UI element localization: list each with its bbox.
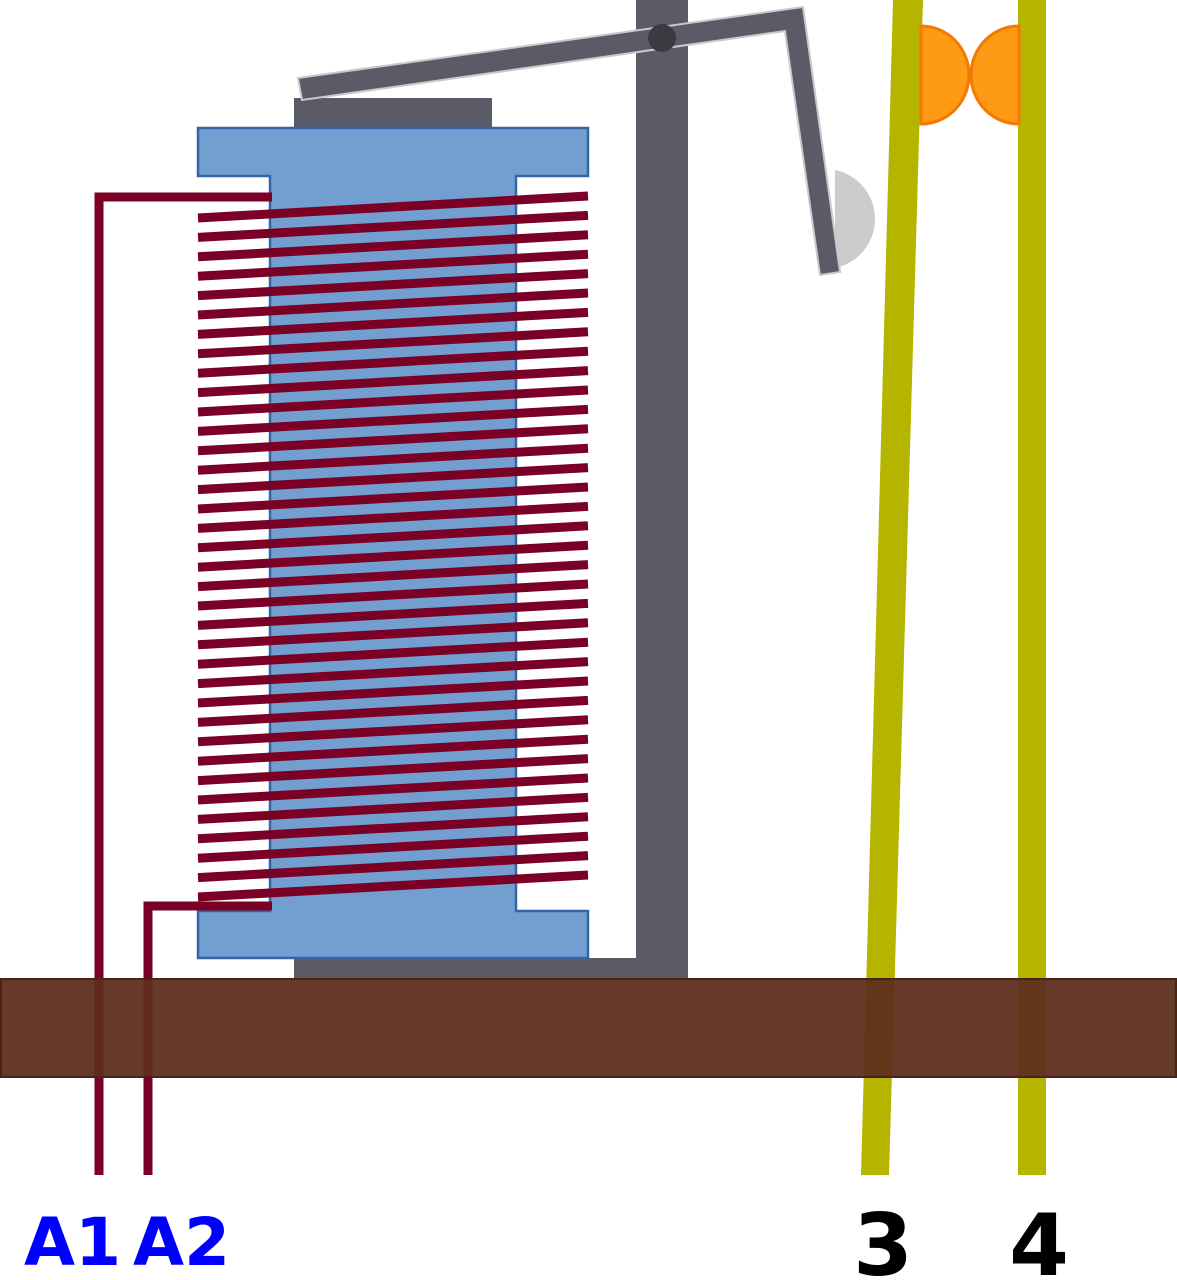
coil-winding-turn bbox=[197, 443, 589, 475]
core-pole-piece bbox=[294, 98, 492, 132]
coil-lead-a1 bbox=[94, 192, 272, 1175]
coil-winding-turn bbox=[197, 191, 589, 223]
contact-pad-3 bbox=[919, 24, 971, 126]
coil-winding-turn bbox=[197, 773, 589, 805]
label-terminal-4: 4 bbox=[1009, 1196, 1069, 1280]
yoke-vertical bbox=[636, 0, 688, 980]
coil-winding-turn bbox=[197, 579, 589, 611]
coil-winding-turn bbox=[197, 269, 589, 301]
label-a2: A2 bbox=[133, 1204, 230, 1280]
coil-winding-turn bbox=[197, 404, 589, 436]
coil-winding-turn bbox=[197, 424, 589, 456]
contact-pad-4 bbox=[969, 24, 1021, 126]
coil-winding-turn bbox=[197, 792, 589, 824]
armature-stop bbox=[835, 170, 876, 268]
coil-winding-turn bbox=[197, 676, 589, 708]
coil-winding-turn bbox=[197, 327, 589, 359]
armature-lever bbox=[296, 5, 842, 277]
coil-winding-turn bbox=[197, 366, 589, 398]
coil-lead-a2 bbox=[143, 901, 272, 1175]
coil-winding-turn bbox=[197, 618, 589, 650]
label-a1: A1 bbox=[24, 1204, 121, 1280]
coil-winding-turn bbox=[197, 812, 589, 844]
coil-winding-turn bbox=[197, 210, 589, 242]
coil-winding-turn bbox=[197, 521, 589, 553]
coil-winding-turn bbox=[197, 307, 589, 339]
armature-pivot bbox=[648, 24, 676, 52]
coil-winding-turn bbox=[197, 657, 589, 689]
movable-contact-spring-3 bbox=[861, 0, 923, 1175]
coil-winding-turn bbox=[197, 851, 589, 883]
coil-winding-turn bbox=[197, 463, 589, 495]
coil-winding-turn bbox=[197, 598, 589, 630]
coil-winding-turn bbox=[197, 230, 589, 262]
coil-winding-turn bbox=[197, 637, 589, 669]
coil-winding-turn bbox=[197, 870, 589, 902]
coil-winding-turn bbox=[197, 715, 589, 747]
coil-windings bbox=[197, 191, 589, 902]
coil-winding-turn bbox=[197, 695, 589, 727]
coil-winding-turn bbox=[197, 482, 589, 514]
coil-winding-turn bbox=[197, 831, 589, 863]
label-terminal-3: 3 bbox=[853, 1196, 913, 1280]
coil-winding-turn bbox=[197, 346, 589, 378]
coil-winding-turn bbox=[197, 540, 589, 572]
coil-winding-turn bbox=[197, 249, 589, 281]
base-plate bbox=[0, 978, 1177, 1078]
yoke-bottom bbox=[294, 958, 688, 980]
coil-winding-turn bbox=[197, 288, 589, 320]
coil-winding-turn bbox=[197, 385, 589, 417]
coil-winding-turn bbox=[197, 754, 589, 786]
coil-winding-turn bbox=[197, 501, 589, 533]
coil-winding-turn bbox=[197, 734, 589, 766]
coil-winding-turn bbox=[197, 560, 589, 592]
